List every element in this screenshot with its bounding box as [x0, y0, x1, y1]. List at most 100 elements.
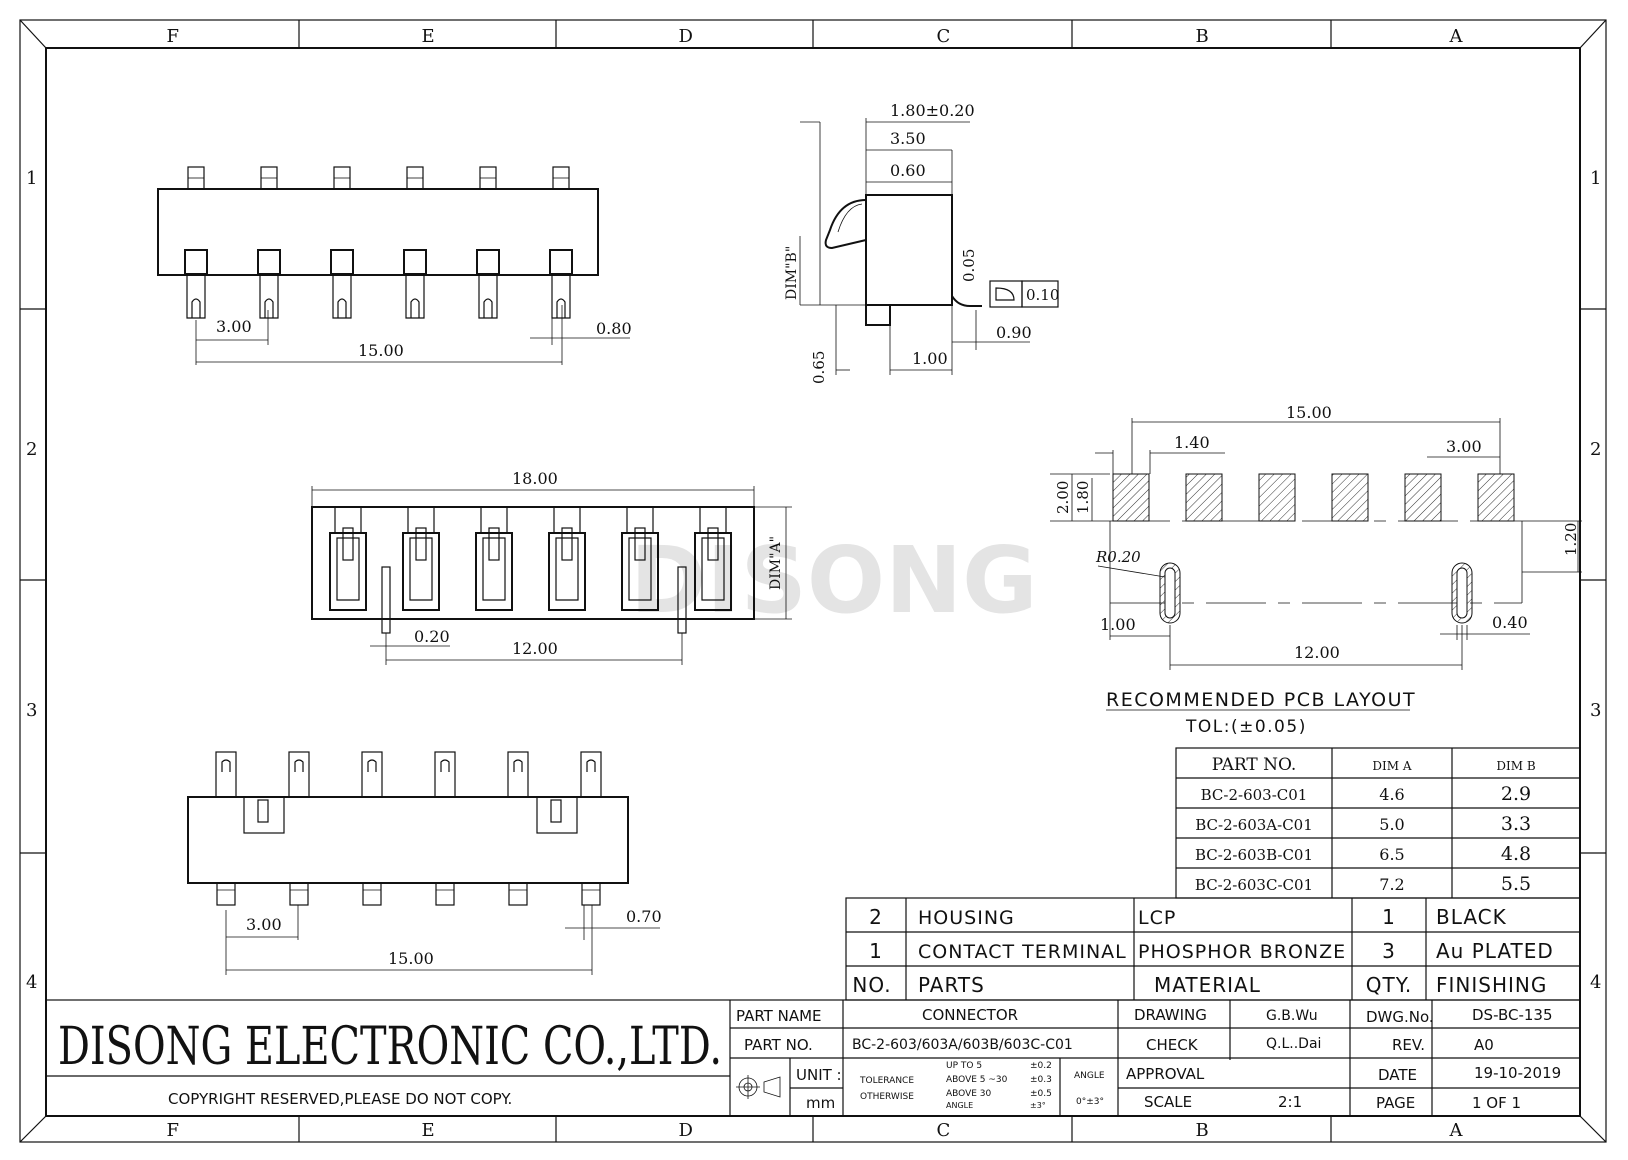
bom-cell: PHOSPHOR BRONZE — [1138, 941, 1346, 963]
unit-value: mm — [806, 1094, 835, 1112]
bom-cell: HOUSING — [918, 907, 1015, 929]
side-contact-dim: 0.60 — [890, 161, 926, 180]
front-peg-span-dim: 12.00 — [512, 639, 558, 658]
part-table-cell: 4.8 — [1501, 843, 1531, 865]
pcb-pad — [1404, 473, 1442, 522]
title-block: DISONG ELECTRONIC CO.,LTD. COPYRIGHT RES… — [45, 999, 1581, 1117]
row-label: 2 — [26, 439, 37, 460]
rev-value: A0 — [1474, 1036, 1494, 1054]
contact-tail — [216, 882, 236, 906]
part-table-cell: 2.9 — [1501, 783, 1531, 805]
bom-cell: 1 — [1382, 905, 1396, 929]
bom-header: MATERIAL — [1154, 973, 1261, 997]
copyright-notice: COPYRIGHT RESERVED,PLEASE DO NOT COPY. — [168, 1090, 512, 1108]
column-label: E — [422, 1120, 435, 1141]
column-label: A — [1449, 26, 1464, 47]
date-value: 19-10-2019 — [1474, 1064, 1561, 1082]
page-value: 1 OF 1 — [1472, 1094, 1521, 1112]
contact-head — [553, 506, 581, 534]
contact-tail — [362, 882, 382, 906]
contact-pin — [288, 751, 310, 798]
top-view: 3.00 15.00 0.80 — [157, 166, 632, 365]
tol-row-1-value: ±0.2 — [1030, 1061, 1052, 1071]
bottom-span-dim: 15.00 — [388, 949, 434, 968]
company-name: DISONG ELECTRONIC CO.,LTD. — [58, 1017, 722, 1077]
pcb-slot-offset: 1.20 — [1562, 523, 1580, 556]
side-dim-b: DIM"B" — [784, 246, 800, 300]
row-label: 1 — [26, 168, 37, 189]
pcb-pad-width-dim: 1.40 — [1174, 433, 1210, 452]
bottom-view: 3.00 15.00 0.70 — [187, 751, 662, 975]
bom-cell: CONTACT TERMINAL — [918, 941, 1127, 963]
contact-pin — [549, 249, 573, 275]
bottom-pin-width-dim: 0.70 — [626, 907, 662, 926]
top-pitch-dim: 3.00 — [216, 317, 252, 336]
tolerance-label-1: TOLERANCE — [859, 1076, 914, 1086]
contact-pin — [184, 249, 208, 275]
pcb-pad — [1112, 473, 1150, 522]
contact-pin — [215, 751, 237, 798]
contact-pin — [507, 751, 529, 798]
pcb-slot-span-dim: 12.00 — [1294, 643, 1340, 662]
row-label: 3 — [1590, 700, 1601, 721]
column-label: F — [167, 1120, 180, 1141]
tol-row-3-value: ±0.5 — [1030, 1089, 1052, 1099]
page-label: PAGE — [1376, 1094, 1415, 1112]
part-table-cell: 7.2 — [1379, 875, 1404, 894]
watermark: DISONG — [630, 527, 1038, 634]
row-label: 3 — [26, 700, 37, 721]
side-offset-dim: 0.05 — [960, 249, 978, 282]
part-table-cell: 5.5 — [1501, 873, 1531, 895]
tol-row-4: ANGLE — [946, 1101, 973, 1110]
bom-header: QTY. — [1366, 973, 1412, 997]
contact-pin — [403, 249, 427, 275]
column-label: A — [1449, 1120, 1464, 1141]
date-label: DATE — [1378, 1066, 1417, 1084]
part-table-cell: 6.5 — [1379, 845, 1404, 864]
bottom-pitch-dim: 3.00 — [246, 915, 282, 934]
row-label: 4 — [1590, 972, 1601, 993]
contact-pin — [580, 751, 602, 798]
part-table-cell: 4.6 — [1379, 785, 1404, 804]
tol-row-1: UP TO 5 — [946, 1061, 982, 1071]
part-table-cell: BC-2-603B-C01 — [1195, 846, 1313, 864]
flatness-value: 0.10 — [1026, 286, 1059, 304]
bom-cell: Au PLATED — [1436, 939, 1554, 963]
part-no-value: BC-2-603/603A/603B/603C-C01 — [852, 1037, 1073, 1053]
contact-pin — [434, 751, 456, 798]
side-total-dim: 1.80±0.20 — [890, 101, 975, 120]
bom-header: NO. — [852, 973, 891, 997]
contact-tail — [581, 882, 601, 906]
pcb-pad-h-inner: 1.80 — [1074, 481, 1092, 514]
pcb-span-dim: 15.00 — [1286, 403, 1332, 422]
side-tail-dim: 0.90 — [996, 323, 1032, 342]
check-value: Q.L..Dai — [1266, 1036, 1321, 1052]
pcb-title: RECOMMENDED PCB LAYOUT — [1106, 689, 1416, 711]
contact-head — [407, 506, 435, 534]
bom-header: FINISHING — [1436, 973, 1547, 997]
angle-label: ANGLE — [1074, 1071, 1105, 1081]
contact-pin — [361, 751, 383, 798]
row-label: 2 — [1590, 439, 1601, 460]
pcb-slot-width-dim: 0.40 — [1492, 613, 1528, 632]
contact-pin — [257, 249, 281, 275]
part-name-value: CONNECTOR — [922, 1006, 1018, 1024]
part-table-header: DIM B — [1496, 759, 1535, 773]
bom-cell: BLACK — [1436, 905, 1507, 929]
flatness-icon — [995, 287, 1015, 301]
pcb-pad — [1331, 473, 1369, 522]
pcb-layout: 15.00 1.40 3.00 2.00 1.80 R0.20 1.20 1.0… — [1050, 403, 1582, 737]
check-label: CHECK — [1146, 1036, 1199, 1054]
tol-row-4-value: ±3° — [1030, 1101, 1046, 1110]
pcb-pad — [1185, 473, 1223, 522]
side-view: 1.80±0.20 3.50 0.60 DIM"B" 0.05 0.10 0.9… — [784, 101, 1059, 384]
pcb-edge-dim: 1.00 — [1100, 615, 1136, 634]
column-label: B — [1196, 26, 1209, 47]
row-label: 1 — [1590, 168, 1601, 189]
contact-tail — [289, 882, 309, 906]
pcb-pad-h-outer: 2.00 — [1054, 481, 1072, 514]
tol-row-3: ABOVE 30 — [946, 1089, 992, 1099]
